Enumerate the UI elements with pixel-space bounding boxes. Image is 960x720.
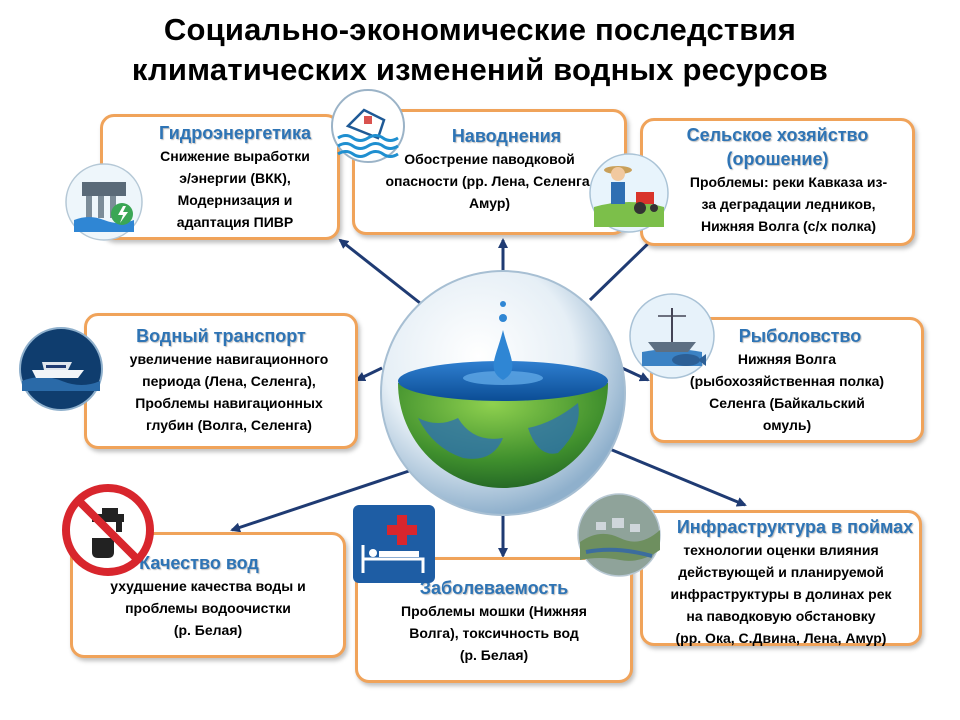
box-line: увеличение навигационного bbox=[129, 351, 329, 367]
box-title: Водный транспорт bbox=[136, 326, 306, 346]
box-title: Инфраструктура в поймах bbox=[676, 517, 914, 537]
page-title: Социально-экономические последствия клим… bbox=[0, 10, 960, 90]
box-title: Сельское хозяйство bbox=[686, 125, 869, 145]
hydro-dam-icon bbox=[65, 163, 143, 241]
floodplain-infrastructure-icon bbox=[577, 493, 661, 577]
arrow-to-fish bbox=[621, 366, 650, 382]
box-line: за деградации ледников, bbox=[701, 196, 876, 212]
flooded-house-icon bbox=[331, 89, 405, 163]
box-line: Волга), токсичность вод bbox=[409, 625, 579, 641]
earth-water-drop-icon bbox=[380, 270, 626, 516]
title-line-2: климатических изменений водных ресурсов bbox=[131, 52, 829, 87]
box-title: Гидроэнергетика bbox=[159, 123, 311, 143]
box-line: Обострение паводковой bbox=[404, 151, 575, 167]
box-line: Снижение выработки bbox=[160, 148, 310, 164]
box-line: действующей и планируемой bbox=[678, 564, 884, 580]
box-floodplain-infrastructure: Инфраструктура в поймах технологии оценк… bbox=[640, 510, 922, 646]
box-line: Модернизация и bbox=[177, 192, 293, 208]
box-line: Нижняя Волга bbox=[737, 351, 837, 367]
box-fishing: Рыболовство Нижняя Волга (рыбохозяйствен… bbox=[650, 317, 924, 443]
box-line: ухудшение качества воды и bbox=[110, 578, 306, 594]
box-line: Амур) bbox=[468, 195, 511, 211]
box-water-transport: Водный транспорт увеличение навигационно… bbox=[84, 313, 358, 449]
box-title-2: (орошение) bbox=[726, 149, 829, 169]
box-line: периода (Лена, Селенга), bbox=[142, 373, 316, 389]
box-line: Проблемы мошки (Нижняя bbox=[401, 603, 587, 619]
box-line: (р. Белая) bbox=[459, 647, 529, 663]
box-line: омуль) bbox=[762, 417, 812, 433]
box-agriculture: Сельское хозяйство (орошение) Проблемы: … bbox=[640, 118, 915, 246]
box-title: Рыболовство bbox=[738, 326, 862, 346]
box-line: Проблемы навигационных bbox=[135, 395, 323, 411]
box-line: э/энергии (ВКК), bbox=[179, 170, 291, 186]
box-line: опасности (рр. Лена, Селенга, bbox=[385, 173, 594, 189]
box-line: Селенга (Байкальский bbox=[709, 395, 865, 411]
farmer-tractor-icon bbox=[589, 153, 669, 233]
box-line: (рр. Ока, С.Двина, Лена, Амур) bbox=[675, 630, 887, 646]
box-line: адаптация ПИВР bbox=[176, 214, 294, 230]
box-line: инфраструктуры в долинах рек bbox=[670, 586, 892, 602]
box-title: Качество вод bbox=[139, 553, 259, 573]
no-drinking-water-icon bbox=[62, 484, 154, 576]
hydrofoil-ship-icon bbox=[19, 327, 103, 411]
box-line: (рыбохозяйственная полка) bbox=[689, 373, 885, 389]
hospital-bed-icon bbox=[353, 505, 435, 583]
box-line: глубин (Волга, Селенга) bbox=[146, 417, 312, 433]
box-line: Нижняя Волга (с/х полка) bbox=[700, 218, 877, 234]
title-line-1: Социально-экономические последствия bbox=[163, 12, 797, 47]
box-line: на паводковую обстановку bbox=[686, 608, 876, 624]
fishing-boat-icon bbox=[629, 293, 715, 379]
box-line: технологии оценки влияния bbox=[683, 542, 879, 558]
arrow-to-quality bbox=[230, 466, 419, 533]
arrow-to-transport bbox=[355, 366, 383, 382]
box-line: (р. Белая) bbox=[173, 622, 243, 638]
box-line: Проблемы: реки Кавказа из- bbox=[689, 174, 888, 190]
arrow-to-infra bbox=[599, 443, 747, 507]
arrow-to-hydro bbox=[338, 238, 421, 305]
box-title: Наводнения bbox=[451, 126, 562, 146]
box-title: Заболеваемость bbox=[419, 578, 569, 598]
box-line: проблемы водоочистки bbox=[125, 600, 291, 616]
